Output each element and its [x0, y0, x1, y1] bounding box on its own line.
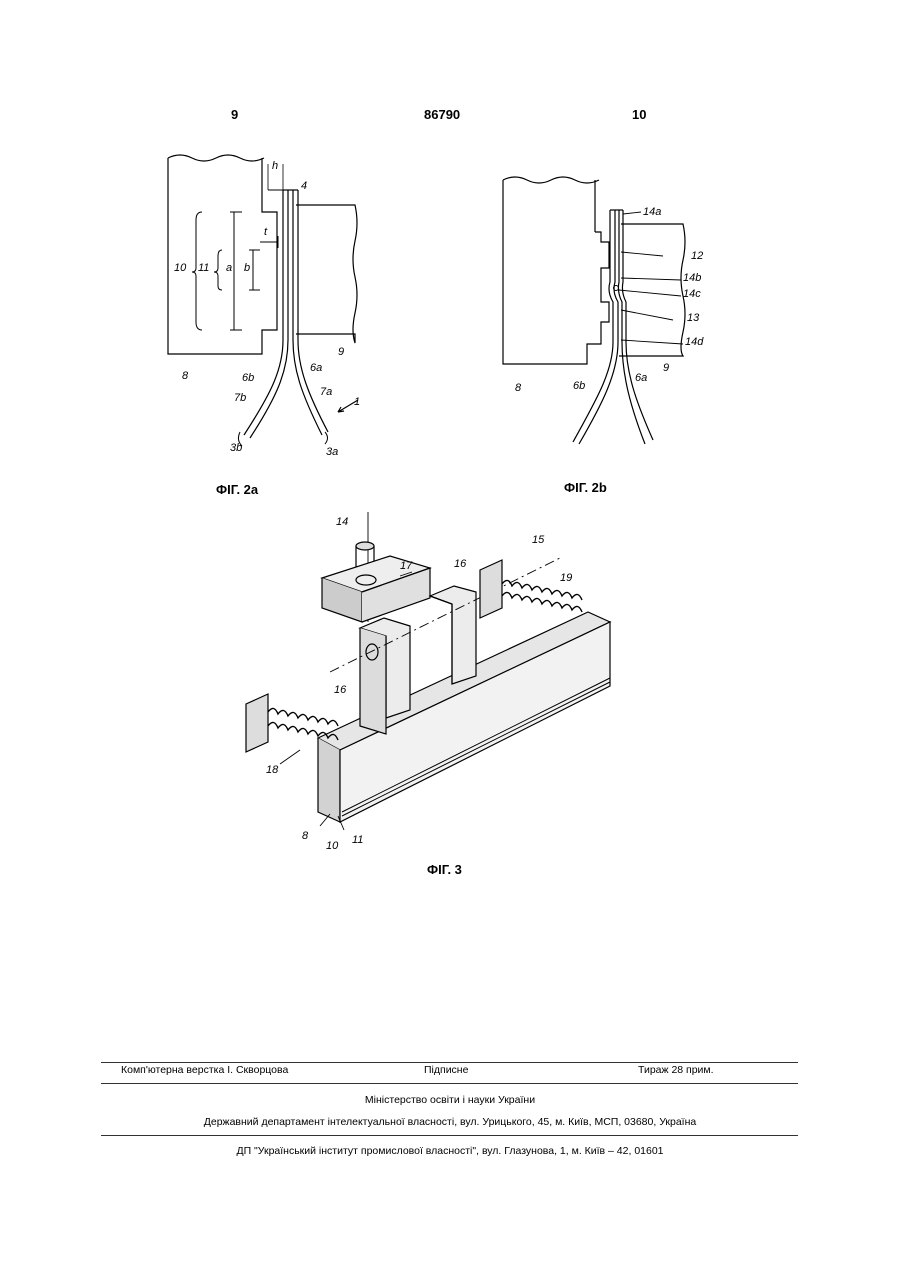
label-17: 17	[400, 560, 412, 572]
page-number-right: 10	[632, 107, 646, 122]
label-14d: 14d	[685, 336, 703, 348]
footer-rule-top	[101, 1062, 798, 1063]
institute-line: ДП "Український інститут промислової вла…	[0, 1145, 900, 1157]
page-number-left: 9	[231, 107, 238, 122]
label-t: t	[264, 226, 267, 238]
label-11: 11	[198, 262, 209, 274]
ministry-line: Міністерство освіти і науки України	[0, 1094, 900, 1106]
label-14: 14	[336, 516, 348, 528]
label-10: 10	[326, 840, 338, 852]
label-12: 12	[691, 250, 703, 262]
label-8: 8	[515, 382, 521, 394]
figure-3-caption: ФІГ. 3	[427, 862, 462, 877]
label-3a: 3a	[326, 446, 338, 458]
signed-label: Підписне	[424, 1064, 468, 1076]
label-14a: 14a	[643, 206, 661, 218]
footer-rule-middle	[101, 1083, 798, 1084]
label-9: 9	[663, 362, 669, 374]
label-7a: 7a	[320, 386, 332, 398]
label-6b: 6b	[242, 372, 254, 384]
label-8: 8	[182, 370, 188, 382]
label-16-front: 16	[334, 684, 346, 696]
figure-2a-labels: h 4 t 10 11 a b 8 9 6a 6b 7b 7a 1 3b 3a	[150, 150, 380, 470]
label-14b: 14b	[683, 272, 701, 284]
label-13: 13	[687, 312, 699, 324]
label-8: 8	[302, 830, 308, 842]
department-line: Державний департамент інтелектуальної вл…	[0, 1116, 900, 1128]
label-15: 15	[532, 534, 544, 546]
figure-3-labels: 14 15 17 16 19 16 18 8 10 11	[240, 512, 630, 852]
label-6b: 6b	[573, 380, 585, 392]
label-18: 18	[266, 764, 278, 776]
label-b: b	[244, 262, 250, 274]
label-11: 11	[352, 834, 363, 846]
label-14c: 14c	[683, 288, 701, 300]
label-7b: 7b	[234, 392, 246, 404]
footer-rule-bottom	[101, 1135, 798, 1136]
figure-2b-caption: ФІГ. 2b	[564, 480, 607, 495]
label-9: 9	[338, 346, 344, 358]
label-16-back: 16	[454, 558, 466, 570]
label-10: 10	[174, 262, 186, 274]
label-3b: 3b	[230, 442, 242, 454]
document-number: 86790	[424, 107, 460, 122]
figure-2a-caption: ФІГ. 2a	[216, 482, 258, 497]
label-h: h	[272, 160, 278, 172]
label-6a: 6a	[310, 362, 322, 374]
label-19: 19	[560, 572, 572, 584]
typesetting-credit: Комп'ютерна верстка І. Скворцова	[121, 1064, 288, 1076]
label-6a: 6a	[635, 372, 647, 384]
figure-2b-labels: 14a 12 14b 14c 13 14d 8 6b 6a 9	[495, 172, 720, 457]
circulation: Тираж 28 прим.	[638, 1064, 714, 1076]
label-1: 1	[354, 396, 360, 408]
label-a: a	[226, 262, 232, 274]
label-4: 4	[301, 180, 307, 192]
